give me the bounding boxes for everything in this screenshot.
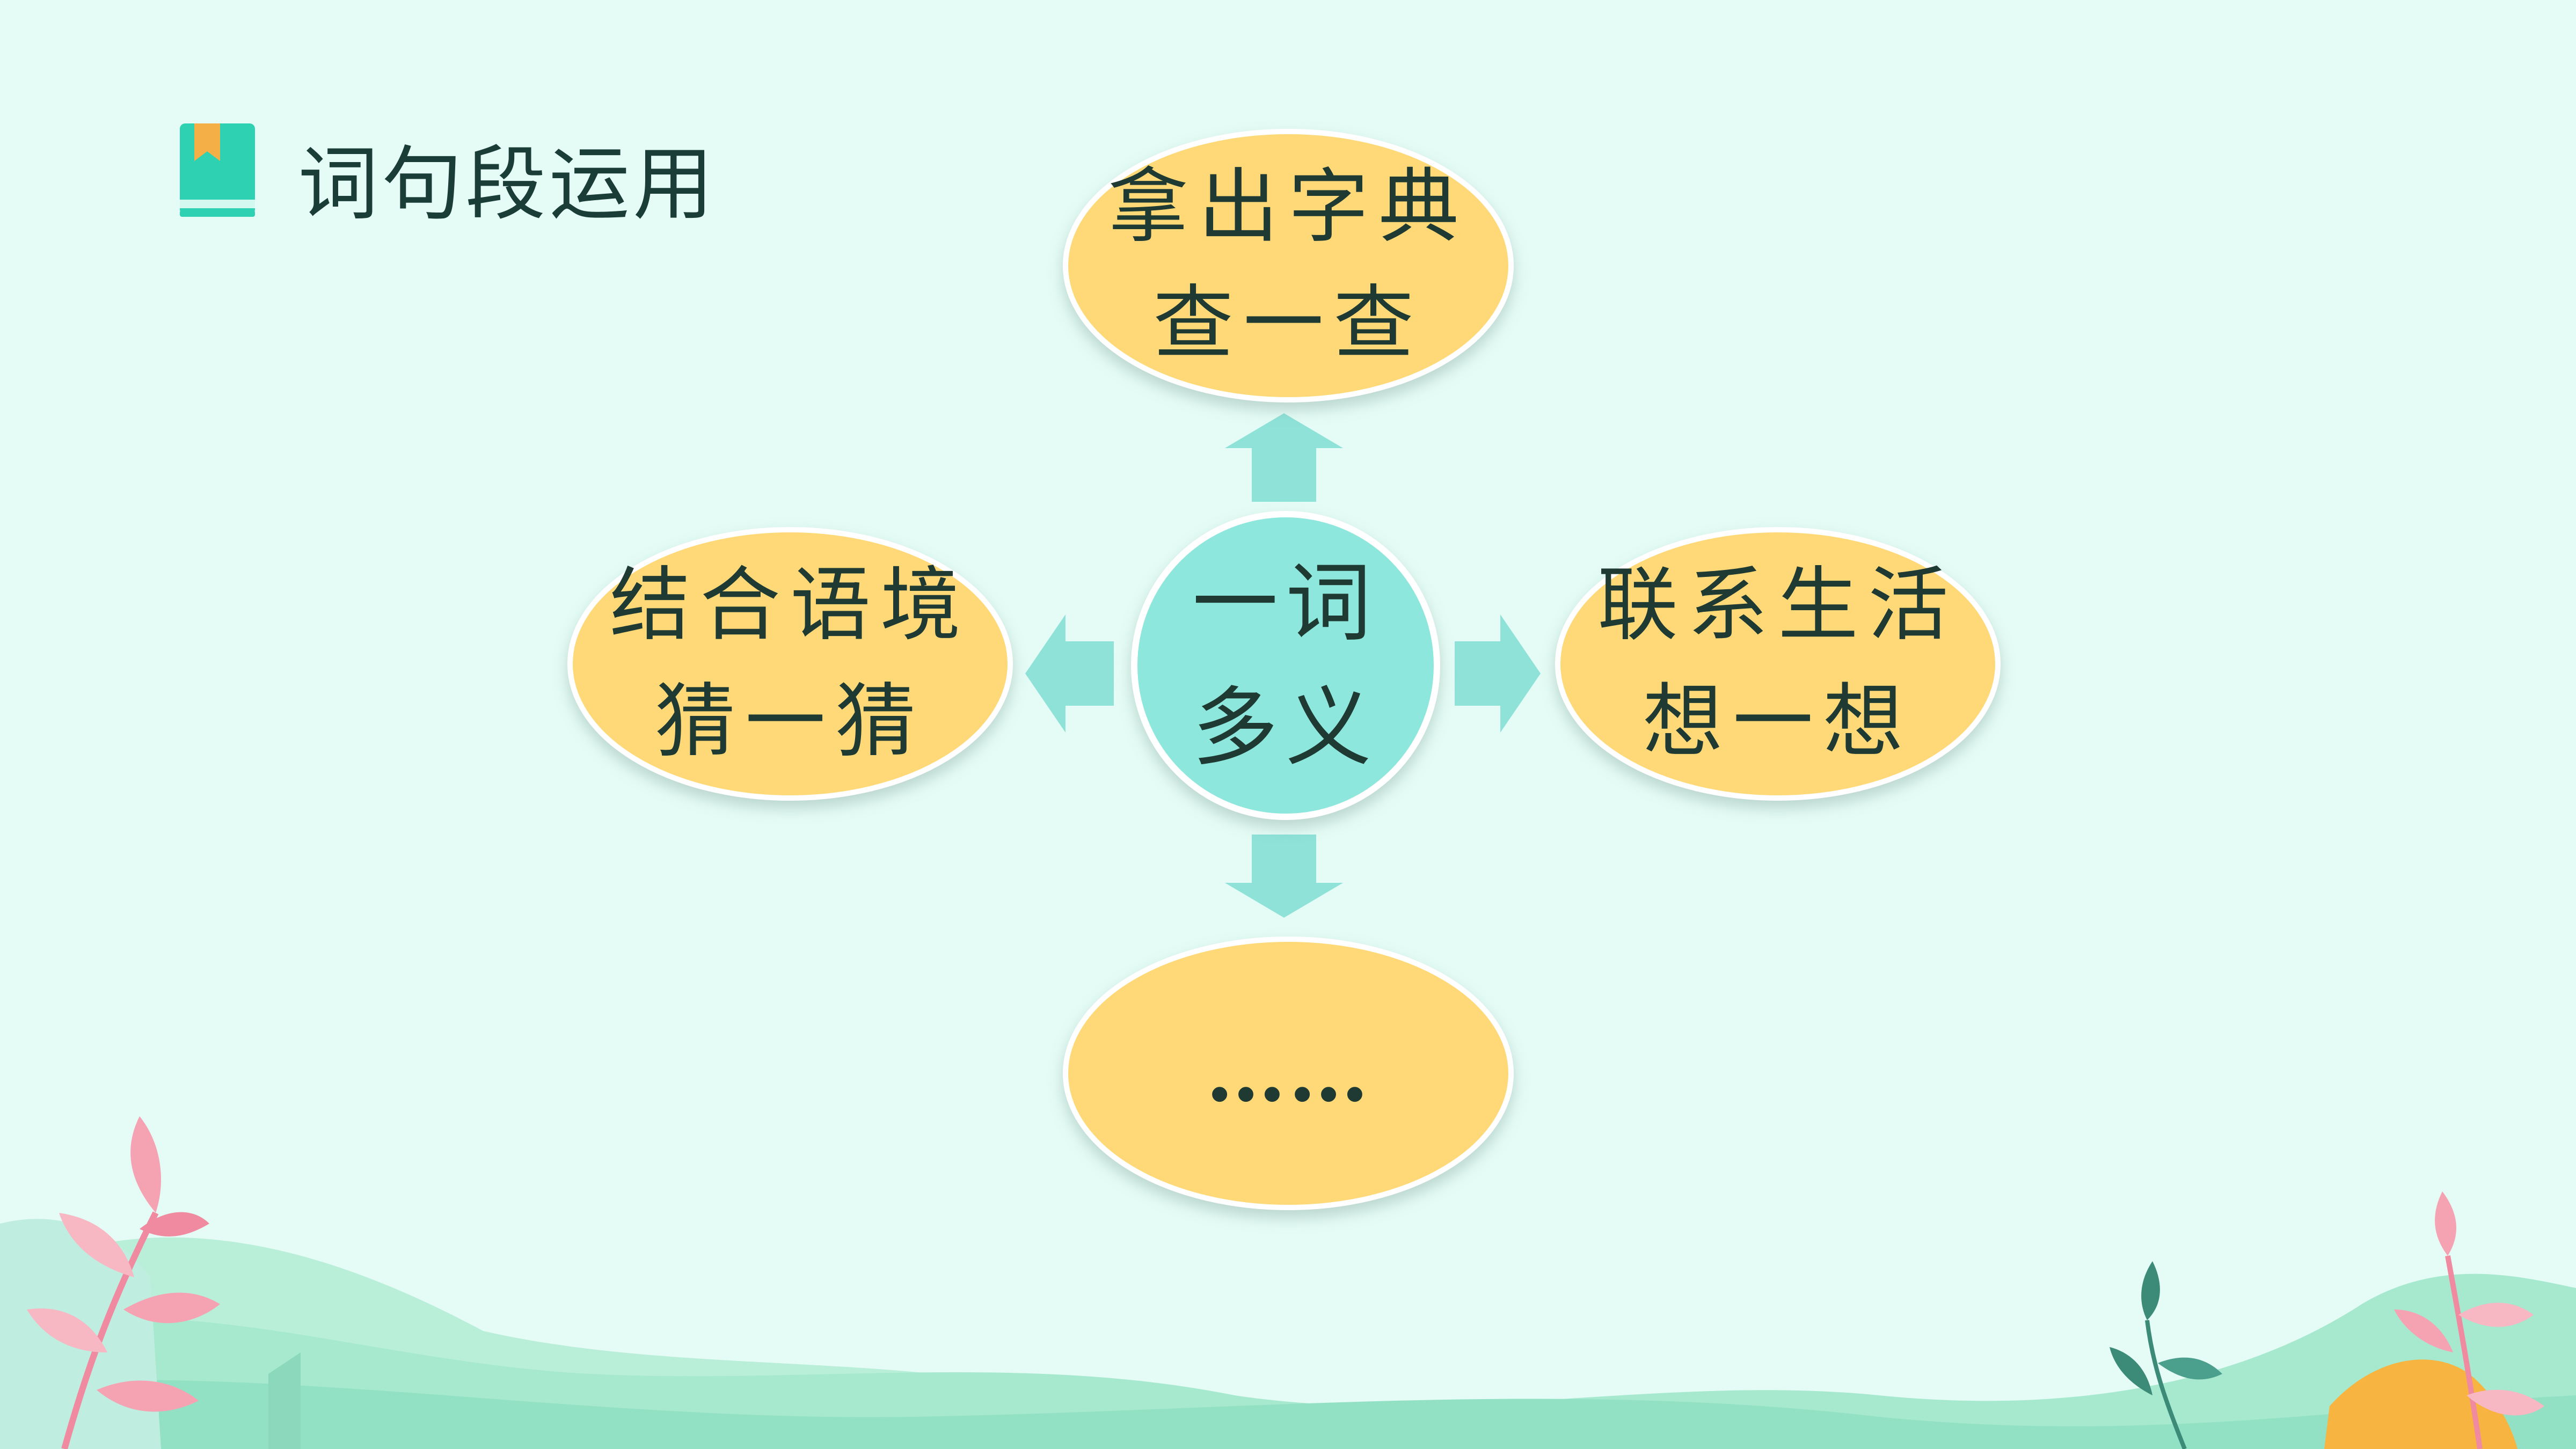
node-center: 一词 多义 bbox=[1134, 514, 1437, 817]
node-right-line2: 想一想 bbox=[1642, 675, 1913, 769]
node-left: 结合语境 猜一猜 bbox=[570, 530, 1010, 798]
plant-right-decoration bbox=[2110, 1191, 2544, 1449]
arrow-left bbox=[1025, 614, 1114, 733]
oval-bottom bbox=[1063, 936, 1514, 1210]
oval-top bbox=[1063, 129, 1514, 402]
oval-right bbox=[1555, 527, 2001, 801]
arrow-up bbox=[1225, 413, 1343, 502]
book-icon bbox=[180, 123, 255, 217]
pink-plant-left-decoration bbox=[27, 1116, 220, 1449]
node-bottom-text: …… bbox=[1206, 1026, 1371, 1121]
node-top: 拿出字典 查一查 bbox=[1066, 131, 1511, 400]
node-right: 联系生活 想一想 bbox=[1558, 530, 1998, 798]
node-left-line2: 猜一猜 bbox=[654, 675, 925, 769]
node-right-line1: 联系生活 bbox=[1597, 558, 1958, 652]
page-title: 词句段运用 bbox=[298, 138, 717, 231]
node-center-line2: 多义 bbox=[1192, 677, 1379, 778]
oval-left bbox=[567, 527, 1013, 801]
arrow-down bbox=[1225, 835, 1343, 918]
node-center-line1: 一词 bbox=[1192, 553, 1379, 653]
center-circle bbox=[1131, 511, 1440, 820]
node-left-line1: 结合语境 bbox=[609, 558, 970, 652]
arrow-right bbox=[1455, 614, 1541, 733]
node-top-line2: 查一查 bbox=[1152, 277, 1424, 370]
bottom-landscape-decoration bbox=[0, 1219, 2576, 1449]
node-top-line1: 拿出字典 bbox=[1107, 160, 1469, 254]
node-bottom: …… bbox=[1066, 939, 1511, 1208]
